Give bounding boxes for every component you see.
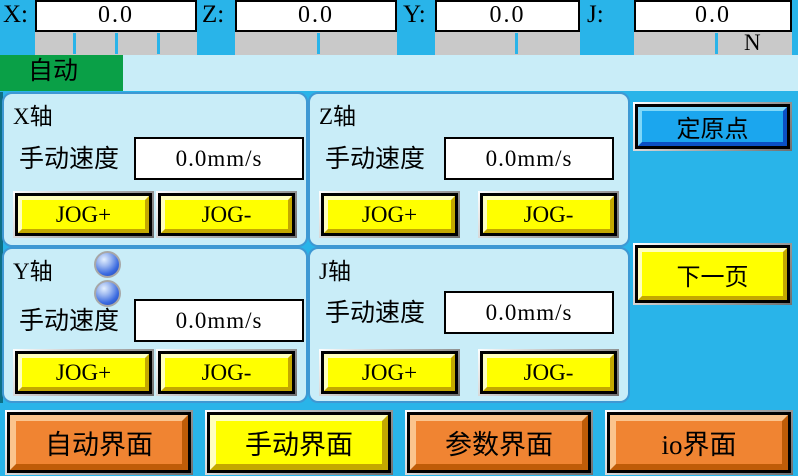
- axis-label-j: J:: [587, 1, 604, 28]
- axis-value-y: 0.0: [435, 0, 580, 32]
- ruler-tick: [157, 33, 160, 54]
- set-origin-label: 定原点: [638, 107, 787, 146]
- jog-minus-label: JOG-: [483, 196, 614, 233]
- nav-params-screen-button[interactable]: 参数界面: [405, 410, 593, 475]
- nav-auto-screen-label: 自动界面: [10, 415, 188, 470]
- next-page-label: 下一页: [638, 248, 787, 300]
- ruler-tick: [115, 33, 118, 54]
- jog-minus-button-z[interactable]: JOG-: [478, 191, 619, 238]
- axis-value-z: 0.0: [235, 0, 397, 32]
- jog-plus-button-j[interactable]: JOG+: [319, 349, 460, 396]
- panel-y-axis: Y轴 手动速度 0.0mm/s JOG+ JOG-: [2, 247, 308, 403]
- panel-left-edge: [0, 92, 3, 403]
- axis-label-y: Y:: [403, 1, 426, 28]
- panel-j-axis: J轴 手动速度 0.0mm/s JOG+ JOG-: [308, 247, 630, 403]
- jog-plus-label: JOG+: [324, 196, 455, 233]
- panel-x-axis: X轴 手动速度 0.0mm/s JOG+ JOG-: [2, 92, 308, 247]
- nav-manual-screen-label: 手动界面: [210, 415, 388, 470]
- jog-minus-button-x[interactable]: JOG-: [156, 191, 297, 238]
- manual-speed-input-x[interactable]: 0.0mm/s: [134, 137, 304, 180]
- ruler-segment: [634, 32, 792, 55]
- n-flag: N: [744, 30, 761, 55]
- ruler-segment: [235, 32, 397, 55]
- axis-label-z: Z:: [202, 1, 225, 28]
- jog-plus-button-y[interactable]: JOG+: [13, 349, 154, 396]
- panel-title-z: Z轴: [319, 104, 357, 129]
- jog-minus-button-j[interactable]: JOG-: [478, 349, 619, 396]
- manual-speed-label: 手动速度: [19, 146, 120, 173]
- jog-plus-label: JOG+: [18, 196, 149, 233]
- axis-value-j: 0.0: [634, 0, 792, 32]
- panel-title-j: J轴: [319, 259, 351, 284]
- nav-manual-screen-button[interactable]: 手动界面: [205, 410, 393, 475]
- ruler-tick: [515, 33, 518, 54]
- mode-strip: 自动: [0, 55, 798, 91]
- jog-plus-label: JOG+: [324, 354, 455, 391]
- panel-title-y: Y轴: [13, 259, 53, 284]
- status-lamp-1: [94, 251, 121, 278]
- jog-minus-label: JOG-: [161, 354, 292, 391]
- jog-plus-button-x[interactable]: JOG+: [13, 191, 154, 238]
- panel-z-axis: Z轴 手动速度 0.0mm/s JOG+ JOG-: [308, 92, 630, 247]
- manual-speed-label: 手动速度: [325, 146, 426, 173]
- axis-value-x: 0.0: [35, 0, 197, 32]
- jog-plus-button-z[interactable]: JOG+: [319, 191, 460, 238]
- jog-minus-label: JOG-: [483, 354, 614, 391]
- jog-minus-label: JOG-: [161, 196, 292, 233]
- manual-speed-input-j[interactable]: 0.0mm/s: [444, 291, 614, 334]
- next-page-button[interactable]: 下一页: [633, 243, 792, 305]
- jog-plus-label: JOG+: [18, 354, 149, 391]
- status-lamp-2: [94, 280, 121, 307]
- panel-title-x: X轴: [13, 104, 53, 129]
- nav-io-screen-button[interactable]: io界面: [605, 410, 793, 475]
- manual-speed-input-y[interactable]: 0.0mm/s: [134, 299, 304, 342]
- set-origin-button[interactable]: 定原点: [633, 102, 792, 151]
- nav-auto-screen-button[interactable]: 自动界面: [5, 410, 193, 475]
- ruler-tick: [317, 33, 320, 54]
- ruler-segment: [435, 32, 580, 55]
- jog-minus-button-y[interactable]: JOG-: [156, 349, 297, 396]
- nav-params-screen-label: 参数界面: [410, 415, 588, 470]
- manual-speed-label: 手动速度: [325, 300, 426, 327]
- mode-badge-auto: 自动: [0, 55, 123, 91]
- ruler-tick: [73, 33, 76, 54]
- axis-label-x: X:: [3, 1, 28, 28]
- nav-io-screen-label: io界面: [610, 415, 788, 470]
- ruler-tick: [715, 33, 718, 54]
- manual-speed-label: 手动速度: [19, 308, 120, 335]
- manual-speed-input-z[interactable]: 0.0mm/s: [444, 137, 614, 180]
